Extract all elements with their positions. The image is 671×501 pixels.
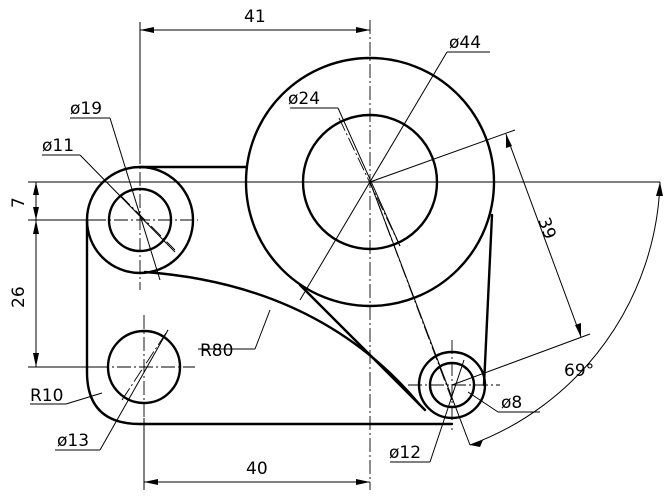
arc-r80 [143, 270, 422, 407]
arrow-40-left [144, 479, 158, 485]
arrow-7-top [33, 182, 39, 195]
label-dia-8: ø8 [501, 393, 522, 413]
arrow-7-bottom [33, 207, 39, 220]
right-edge-line [482, 213, 494, 387]
dimension-labels: 41 40 7 26 39 69° ø44 ø24 ø19 ø11 R80 R1… [9, 7, 594, 479]
inner-tangent-line [298, 283, 427, 412]
leader-dia-44 [299, 51, 448, 301]
arrow-26-bottom [33, 353, 39, 367]
part-outline [85, 56, 496, 426]
label-41: 41 [244, 7, 266, 27]
circle-dia-13 [106, 329, 182, 405]
dimension-lines [33, 27, 663, 485]
label-dia-11: ø11 [42, 136, 74, 156]
label-r80: R80 [200, 341, 233, 361]
ext-line-39-bottom [451, 333, 591, 386]
label-dia-44: ø44 [449, 33, 481, 53]
leader-dia-8 [467, 391, 499, 413]
leader-dia-24-slant [337, 107, 401, 247]
circle-dia-8 [428, 361, 476, 409]
fillet-r10 [85, 370, 142, 426]
circle-dia-11 [107, 187, 173, 253]
leader-r10 [65, 392, 103, 405]
label-7: 7 [9, 197, 29, 208]
arrow-26-top [33, 220, 39, 234]
label-r10: R10 [30, 386, 63, 406]
label-69: 69° [564, 361, 594, 381]
center-line-bl-diagonal [121, 329, 169, 401]
dim-line-39 [505, 133, 582, 338]
circle-dia-44 [244, 56, 496, 308]
ext-line-angle [369, 181, 471, 446]
leader-dia-19 [109, 117, 161, 281]
leader-dia-11 [79, 154, 176, 253]
label-dia-12: ø12 [389, 443, 421, 463]
dim-arc-69 [469, 181, 661, 446]
arrow-69-top [656, 182, 663, 196]
label-dia-13: ø13 [57, 431, 89, 451]
label-40: 40 [246, 459, 268, 479]
center-line-small-diagonal [119, 194, 176, 251]
arrow-41-left [140, 27, 154, 33]
leader-dia-13 [99, 329, 169, 451]
label-dia-19: ø19 [70, 99, 102, 119]
ext-line-39-top [369, 129, 516, 183]
circle-dia-24 [301, 113, 439, 251]
arrow-69-bottom [470, 440, 483, 447]
arrow-41-right [356, 27, 370, 33]
label-dia-24: ø24 [288, 89, 320, 109]
extension-lines [28, 22, 660, 490]
leader-dia-12 [429, 359, 465, 463]
label-26: 26 [9, 286, 29, 308]
arrow-39-bottom [575, 323, 581, 337]
leader-r80 [254, 309, 271, 350]
arrow-39-top [506, 134, 512, 148]
arrow-40-right [356, 479, 370, 485]
